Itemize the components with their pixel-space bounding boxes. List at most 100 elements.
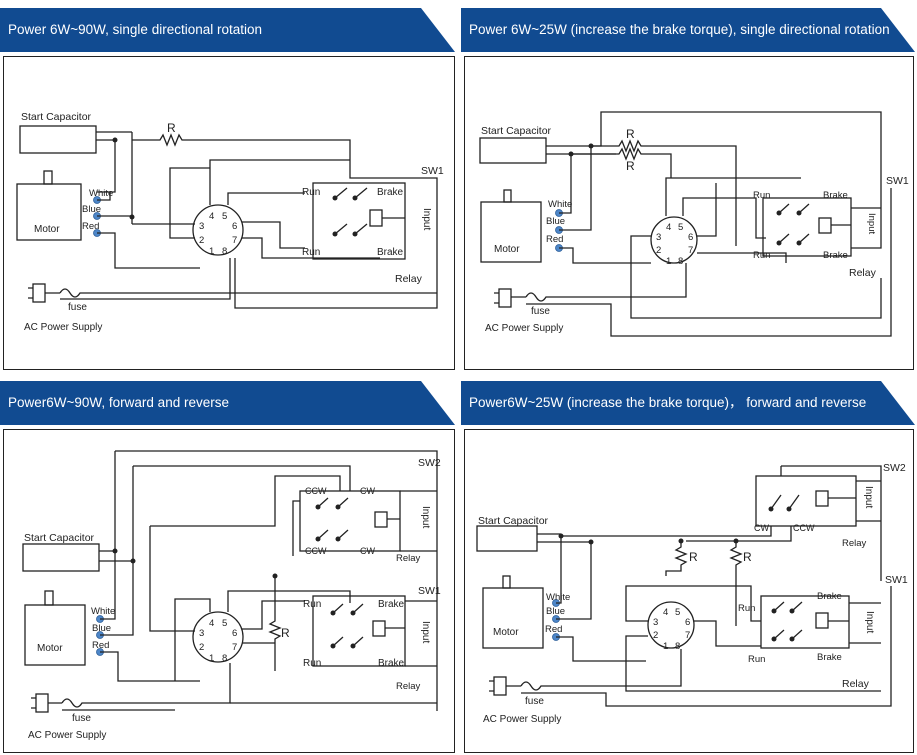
pin-1: 1 — [209, 246, 214, 257]
red-label: Red — [546, 234, 563, 245]
sw1-label: SW1 — [418, 585, 441, 597]
white-label: White — [89, 188, 113, 199]
relay-box — [312, 595, 406, 667]
panel-frame — [3, 56, 455, 370]
motor-label: Motor — [493, 627, 519, 638]
sw1-label: SW1 — [885, 574, 908, 586]
pin-8: 8 — [222, 246, 227, 257]
pin-4: 4 — [209, 211, 214, 222]
pin-6: 6 — [232, 221, 237, 232]
brake-bottom-label: Brake — [817, 652, 842, 663]
panel-title: Power 6W~90W, single directional rotatio… — [0, 8, 455, 52]
resistor-2 — [571, 147, 672, 178]
ccw-label: CCW — [793, 523, 815, 533]
sw1-label: SW1 — [886, 175, 909, 187]
fuse-symbol — [520, 649, 682, 691]
run-bottom-label: Run — [748, 654, 765, 665]
pin-4: 4 — [209, 618, 214, 629]
motor-shaft — [43, 170, 53, 185]
panel-title: Power6W~25W (increase the brake torque)，… — [461, 381, 915, 425]
wiring-diagram: Start Capacitor R R Motor White Blue Red… — [479, 111, 909, 337]
motor-label: Motor — [494, 244, 520, 255]
resistor-2-label: R — [743, 550, 752, 564]
start-capacitor — [479, 137, 547, 164]
relay-label: Relay — [396, 681, 421, 692]
input-label: Input — [864, 611, 875, 633]
brake-bottom-label: Brake — [378, 658, 405, 669]
resistor-2 — [729, 541, 743, 626]
input-label: Input — [421, 208, 432, 230]
relay-2-label: Relay — [842, 538, 867, 549]
pin-1: 1 — [663, 641, 668, 652]
motor-body — [24, 604, 86, 666]
brake-top-label: Brake — [378, 599, 405, 610]
relay-label: Relay — [849, 267, 877, 279]
motor-body — [480, 201, 542, 263]
wiring-diagram: SW2 CW CCW Input Relay Start Capacitor R… — [476, 462, 908, 725]
motor-body — [482, 587, 544, 649]
run-top-label: Run — [738, 603, 755, 614]
panel-forward-reverse-90w: Power6W~90W, forward and reverse SW2 CCW… — [0, 381, 457, 755]
ccw-bottom-label: CCW — [305, 546, 327, 556]
pin-2: 2 — [656, 245, 661, 256]
pin-3: 3 — [653, 617, 658, 628]
fuse-label: fuse — [525, 696, 544, 707]
red-label: Red — [82, 221, 99, 232]
relay-2-box — [755, 475, 857, 527]
cw-top-label: CW — [360, 486, 375, 496]
pin-6: 6 — [232, 628, 237, 639]
start-capacitor — [22, 543, 100, 572]
pin-5: 5 — [678, 222, 683, 233]
relay-box — [760, 595, 850, 649]
ac-power-label: AC Power Supply — [483, 714, 561, 725]
sw1-label: SW1 — [421, 165, 444, 177]
start-capacitor-label: Start Capacitor — [478, 515, 549, 527]
brake-top-label: Brake — [817, 591, 842, 602]
resistor — [268, 576, 282, 671]
white-label: White — [546, 592, 570, 603]
fuse-symbol — [61, 663, 231, 708]
brake-top-label: Brake — [823, 190, 848, 201]
relay-coil — [815, 612, 829, 629]
pin-3: 3 — [199, 628, 204, 639]
brake-top-label: Brake — [377, 187, 404, 198]
pin-8: 8 — [675, 641, 680, 652]
resistor-label: R — [167, 121, 176, 135]
pin-3: 3 — [656, 232, 661, 243]
blue-label: Blue — [82, 204, 101, 215]
ac-power-label: AC Power Supply — [485, 323, 563, 334]
pin-8: 8 — [678, 256, 683, 267]
resistor-1-label: R — [626, 127, 635, 141]
power-plug — [35, 693, 49, 713]
run-bottom-label: Run — [753, 250, 770, 261]
run-top-label: Run — [302, 187, 320, 198]
blue-label: Blue — [546, 216, 565, 227]
resistor-2-label: R — [626, 159, 635, 173]
panel-single-direction-90w: Power 6W~90W, single directional rotatio… — [0, 8, 457, 373]
pin-6: 6 — [685, 617, 690, 628]
pin-1: 1 — [666, 256, 671, 267]
relay-2-label: Relay — [396, 553, 421, 564]
blue-label: Blue — [92, 623, 111, 634]
ccw-top-label: CCW — [305, 486, 327, 496]
motor-shaft — [503, 189, 512, 203]
ac-power-label: AC Power Supply — [24, 322, 102, 333]
switch-socket — [192, 611, 244, 663]
motor-shaft — [502, 575, 511, 589]
relay-label: Relay — [842, 678, 870, 690]
switch-socket — [650, 216, 698, 264]
motor-label: Motor — [34, 224, 60, 235]
switch-socket — [647, 601, 695, 649]
pin-2: 2 — [653, 630, 658, 641]
wiring-diagram: SW2 CCW CW CCW CW Input Relay Start Capa… — [22, 450, 441, 741]
switch-socket — [192, 204, 244, 256]
power-plug — [493, 676, 507, 696]
red-label: Red — [545, 624, 562, 635]
brake-bottom-label: Brake — [377, 247, 404, 258]
pin-4: 4 — [666, 222, 671, 233]
brake-bottom-label: Brake — [823, 250, 848, 261]
pin-3: 3 — [199, 221, 204, 232]
relay-coil — [369, 209, 383, 227]
fuse-label: fuse — [531, 306, 550, 317]
run-top-label: Run — [753, 190, 770, 201]
